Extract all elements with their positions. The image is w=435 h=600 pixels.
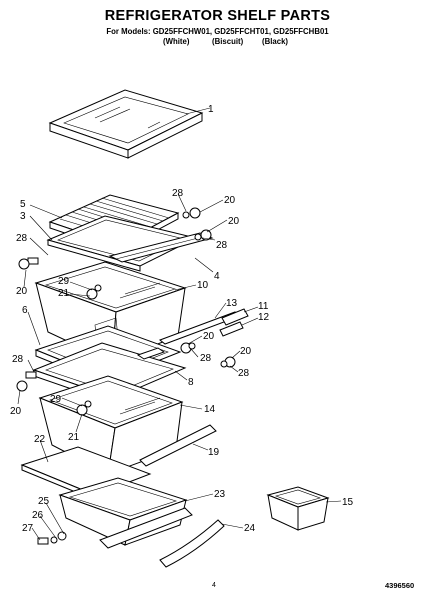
variant-white: (White): [163, 37, 190, 46]
callout-28: 28: [200, 353, 212, 364]
callout-20: 20: [16, 286, 28, 297]
slide-part-12[interactable]: [219, 321, 244, 337]
callout-25: 25: [38, 496, 50, 507]
handle-bar-part-19[interactable]: [139, 424, 217, 467]
callout-28: 28: [216, 240, 228, 251]
hardware-screws: [16, 207, 236, 545]
callout-29: 29: [58, 276, 70, 287]
callout-15: 15: [342, 497, 354, 508]
callout-22: 22: [34, 434, 46, 445]
models-line: For Models: GD25FFCHW01, GD25FFCHT01, GD…: [106, 27, 329, 36]
callout-21: 21: [68, 432, 80, 443]
callout-4: 4: [214, 271, 220, 282]
callout-5: 5: [20, 199, 26, 210]
callout-14: 14: [204, 404, 216, 415]
slide-part-11[interactable]: [221, 308, 249, 326]
callout-24: 24: [244, 523, 256, 534]
callout-20: 20: [203, 331, 215, 342]
page-title: REFRIGERATOR SHELF PARTS: [104, 8, 331, 24]
shelf-rail-part-4[interactable]: [108, 232, 214, 263]
callout-6: 6: [22, 305, 28, 316]
callout-19: 19: [208, 447, 220, 458]
callout-1: 1: [208, 104, 214, 115]
callout-29: 29: [50, 394, 62, 405]
callout-8: 8: [188, 377, 194, 388]
variant-biscuit: (Biscuit): [212, 37, 244, 46]
callout-28: 28: [16, 233, 28, 244]
callout-13: 13: [226, 298, 238, 309]
callout-20: 20: [240, 346, 252, 357]
callout-26: 26: [32, 510, 44, 521]
callout-12: 12: [258, 312, 270, 323]
glass-shelf-part-1[interactable]: [48, 89, 204, 159]
callout-21: 21: [58, 288, 70, 299]
callout-labels: 1 28 20 5 20 3 28 28 4 20 29 21 10 13 11…: [10, 104, 354, 534]
drawer-front-part-24[interactable]: [99, 507, 225, 568]
door-bin-part-15[interactable]: [266, 486, 330, 531]
callout-11: 11: [258, 301, 269, 312]
callout-3: 3: [20, 211, 26, 222]
callout-20: 20: [224, 195, 236, 206]
callout-27: 27: [22, 523, 34, 534]
leader-lines: [17, 107, 342, 541]
callout-28: 28: [12, 354, 24, 365]
page-number: 4: [212, 582, 216, 589]
callout-20: 20: [228, 216, 240, 227]
callout-28: 28: [172, 188, 184, 199]
callout-23: 23: [214, 489, 226, 500]
callout-10: 10: [197, 280, 209, 291]
document-code: 4396560: [385, 581, 415, 590]
callout-28: 28: [238, 368, 250, 379]
variant-black: (Black): [262, 37, 288, 46]
callout-20: 20: [10, 406, 22, 417]
